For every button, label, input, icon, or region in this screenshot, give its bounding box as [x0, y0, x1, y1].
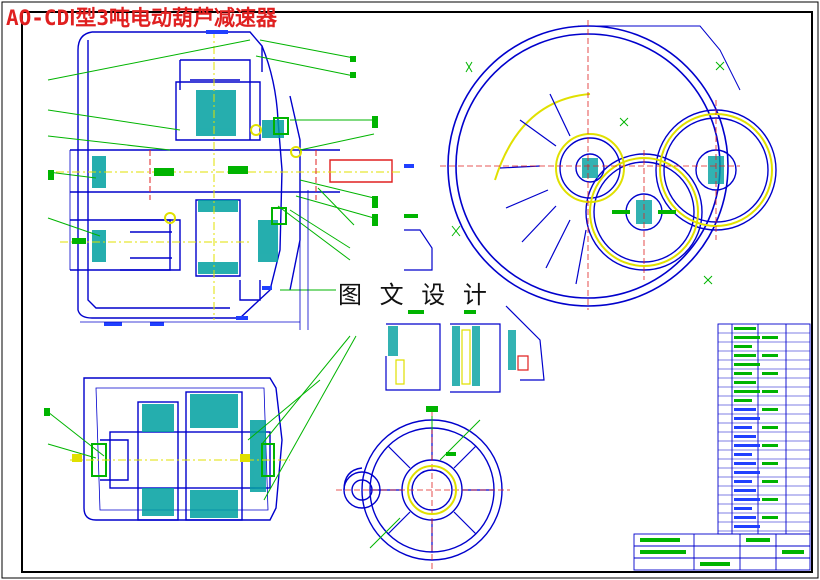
- side-view-hatch: [582, 156, 724, 224]
- parts-list-cell-mark: [734, 453, 752, 456]
- parts-list-cell-mark: [762, 408, 778, 411]
- parts-list-cell-mark: [734, 327, 756, 330]
- parts-list-cell-marks: [734, 327, 778, 528]
- parts-list-cell-mark: [734, 345, 752, 348]
- parts-list-cell-mark: [762, 498, 778, 501]
- lower-section-marks: [44, 408, 250, 462]
- parts-list-cell-mark: [734, 390, 760, 393]
- cover-end-marks: [426, 406, 456, 456]
- title-block: [633, 533, 811, 571]
- parts-list-cell-mark: [734, 336, 760, 339]
- parts-list-cell-mark: [734, 444, 760, 447]
- parts-list-cell-mark: [762, 426, 778, 429]
- parts-list-cell-mark: [734, 462, 756, 465]
- lower-section-hatch: [142, 394, 266, 518]
- detail-marks: [404, 214, 476, 314]
- cover-end-hub: [407, 465, 457, 515]
- parts-list-cell-mark: [734, 417, 760, 420]
- parts-list-cell-mark: [762, 336, 778, 339]
- parts-list-cell-mark: [734, 426, 752, 429]
- drawing-title: AO-CDⅠ型3吨电动葫芦减速器: [6, 6, 278, 30]
- cover-end-centerlines: [336, 410, 510, 570]
- parts-list-cell-mark: [734, 507, 752, 510]
- parts-list-cell-mark: [762, 390, 778, 393]
- main-section-marks: [48, 56, 378, 226]
- parts-list-cell-mark: [734, 525, 760, 528]
- main-section-centerlines-red: [149, 150, 317, 200]
- parts-list-cell-mark: [734, 408, 756, 411]
- parts-list-cell-mark: [762, 516, 778, 519]
- parts-list-cell-mark: [762, 372, 778, 375]
- parts-list-cell-mark: [762, 444, 778, 447]
- parts-list-cell-mark: [734, 354, 756, 357]
- main-section-bearings: [164, 117, 302, 225]
- annotation-marks: [451, 61, 725, 285]
- detail-views: [385, 229, 545, 393]
- main-section-dimension-marks: [72, 30, 414, 326]
- parts-list-rows: [718, 332, 810, 532]
- side-view-centerlines: [440, 20, 740, 310]
- parts-list-cell-mark: [734, 381, 756, 384]
- parts-list-cell-mark: [734, 516, 756, 519]
- parts-list-cell-mark: [734, 498, 760, 501]
- parts-list-cell-mark: [734, 363, 760, 366]
- lower-section-leaders: [47, 335, 357, 501]
- parts-list-cell-mark: [762, 354, 778, 357]
- parts-list-cell-mark: [734, 435, 756, 438]
- main-section-dim-lines: [69, 150, 309, 330]
- main-section-hatching: [92, 90, 284, 274]
- parts-list-cell-mark: [734, 399, 752, 402]
- parts-list-cell-mark: [762, 480, 778, 483]
- detail-hatch: [388, 326, 516, 386]
- parts-list-cell-mark: [734, 471, 760, 474]
- title-block-marks: [640, 538, 804, 566]
- parts-list-cell-mark: [734, 489, 756, 492]
- parts-list-cell-mark: [762, 462, 778, 465]
- sheet-inner-frame: [21, 11, 813, 573]
- watermark-text: 图 文 设 计: [336, 275, 494, 310]
- side-view-labels: [612, 210, 676, 214]
- parts-list-cell-mark: [734, 372, 752, 375]
- side-view-gear-teeth: [494, 93, 773, 267]
- cover-end-leaders: [369, 416, 481, 549]
- side-view-ribs: [499, 93, 587, 285]
- parts-list-cell-mark: [734, 480, 752, 483]
